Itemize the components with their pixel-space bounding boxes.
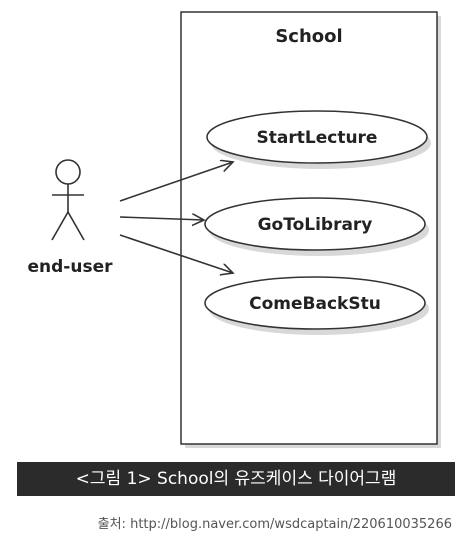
actor-left-leg <box>51 211 69 241</box>
source-credit: 출처: http://blog.naver.com/wsdcaptain/220… <box>0 513 452 532</box>
figure-caption: <그림 1> School의 유즈케이스 다이어그램 <box>17 462 455 496</box>
use-case-come-back-stu <box>204 276 426 330</box>
use-case-go-to-library-label: GoToLibrary <box>258 215 373 235</box>
actor-label: end-user <box>28 257 114 277</box>
use-case-start-lecture-label: StartLecture <box>257 128 378 148</box>
use-case-come-back-stu-label: ComeBackStu <box>249 294 381 314</box>
association-arrow-go-to-library <box>119 217 204 220</box>
actor-figure <box>51 159 85 241</box>
use-case-diagram: School StartLecture GoToLibrary ComeBack… <box>28 11 441 448</box>
use-case-start-lecture <box>206 110 428 164</box>
system-title: School <box>275 26 342 47</box>
association-arrow-start-lecture <box>119 162 233 202</box>
actor-right-leg <box>67 211 85 241</box>
source-url[interactable]: http://blog.naver.com/wsdcaptain/2206100… <box>130 517 452 532</box>
association-arrow-come-back-stu <box>119 234 233 273</box>
actor-head <box>55 159 81 185</box>
source-prefix: 출처: <box>97 517 131 532</box>
